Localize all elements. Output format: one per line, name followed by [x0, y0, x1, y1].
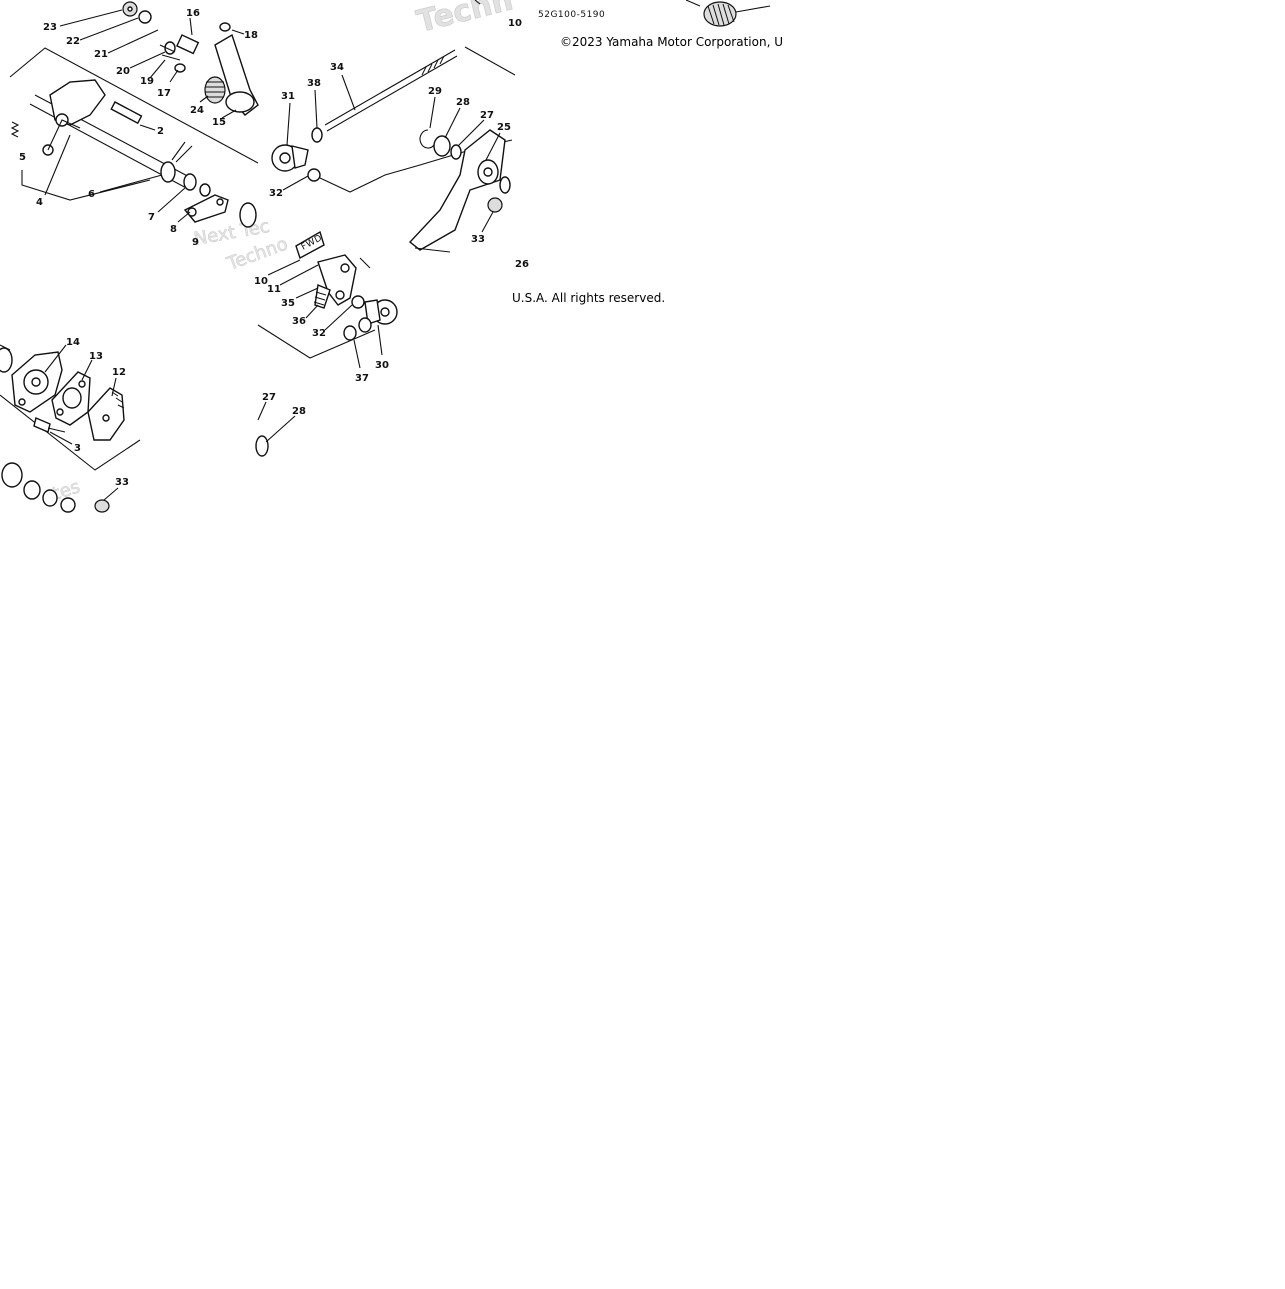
callout-label: 7 — [148, 212, 155, 223]
callout-label: 18 — [244, 30, 258, 41]
callout-label: 10 — [508, 18, 522, 29]
callout-label: 37 — [355, 373, 369, 384]
callout-label: 16 — [186, 8, 200, 19]
callout-label: 13 — [89, 351, 103, 362]
callout-label: 31 — [281, 91, 295, 102]
callout-label: 14 — [66, 337, 80, 348]
callout-label: 26 — [515, 259, 529, 270]
callout-label: 33 — [115, 477, 129, 488]
shift-shaft-assembly: 23 22 21 20 19 17 16 18 24 15 2 5 4 6 7 … — [9, 1, 259, 248]
callout-label: 25 — [497, 122, 511, 133]
callout-label: 5 — [19, 152, 26, 163]
callout-label: 23 — [43, 22, 57, 33]
callout-label: 9 — [192, 237, 199, 248]
callout-label: 30 — [375, 360, 389, 371]
copyright-line: ©2023 Yamaha Motor Corporation, U — [560, 35, 783, 49]
callout-label: 8 — [170, 224, 177, 235]
part-code: 52G100-5190 — [538, 10, 605, 20]
shift-arm-assembly: 10 11 35 36 32 37 30 26 — [254, 254, 529, 384]
callout-label: 3 — [74, 443, 81, 454]
callout-label: 34 — [330, 62, 344, 73]
copyright-line: U.S.A. All rights reserved. — [512, 291, 665, 305]
callout-label: 36 — [292, 316, 306, 327]
callout-label: 4 — [36, 197, 43, 208]
callout-label: 10 — [254, 276, 268, 287]
watermark-text: Techn — [413, 0, 516, 40]
callout-label: 33 — [471, 234, 485, 245]
callout-label: 19 — [140, 76, 154, 87]
callout-label: 11 — [267, 284, 281, 295]
callout-label: 38 — [307, 78, 321, 89]
callout-label: 12 — [112, 367, 126, 378]
forward-arrow-icon: FWD — [295, 230, 325, 260]
callout-label: 29 — [428, 86, 442, 97]
shift-pedal-assembly: 34 38 31 29 28 27 25 32 33 — [269, 46, 516, 253]
callout-label: 32 — [312, 328, 326, 339]
segment-plate-assembly: 14 13 12 3 33 — [0, 337, 141, 513]
washer-fragment: 27 28 — [255, 392, 306, 457]
callout-label: 35 — [281, 298, 295, 309]
callout-label: 24 — [190, 105, 204, 116]
callout-label: 27 — [262, 392, 276, 403]
callout-label: 6 — [88, 189, 95, 200]
callout-label: 28 — [292, 406, 306, 417]
callout-label: 2 — [157, 126, 164, 137]
callout-label: 15 — [212, 117, 226, 128]
callout-label: 20 — [116, 66, 130, 77]
callout-label: 21 — [94, 49, 108, 60]
callout-label: 32 — [269, 188, 283, 199]
callout-label: 27 — [480, 110, 494, 121]
callout-label: 17 — [157, 88, 171, 99]
callout-label: 22 — [66, 36, 80, 47]
gear-shaft-fragment — [474, 0, 771, 27]
callout-label: 28 — [456, 97, 470, 108]
